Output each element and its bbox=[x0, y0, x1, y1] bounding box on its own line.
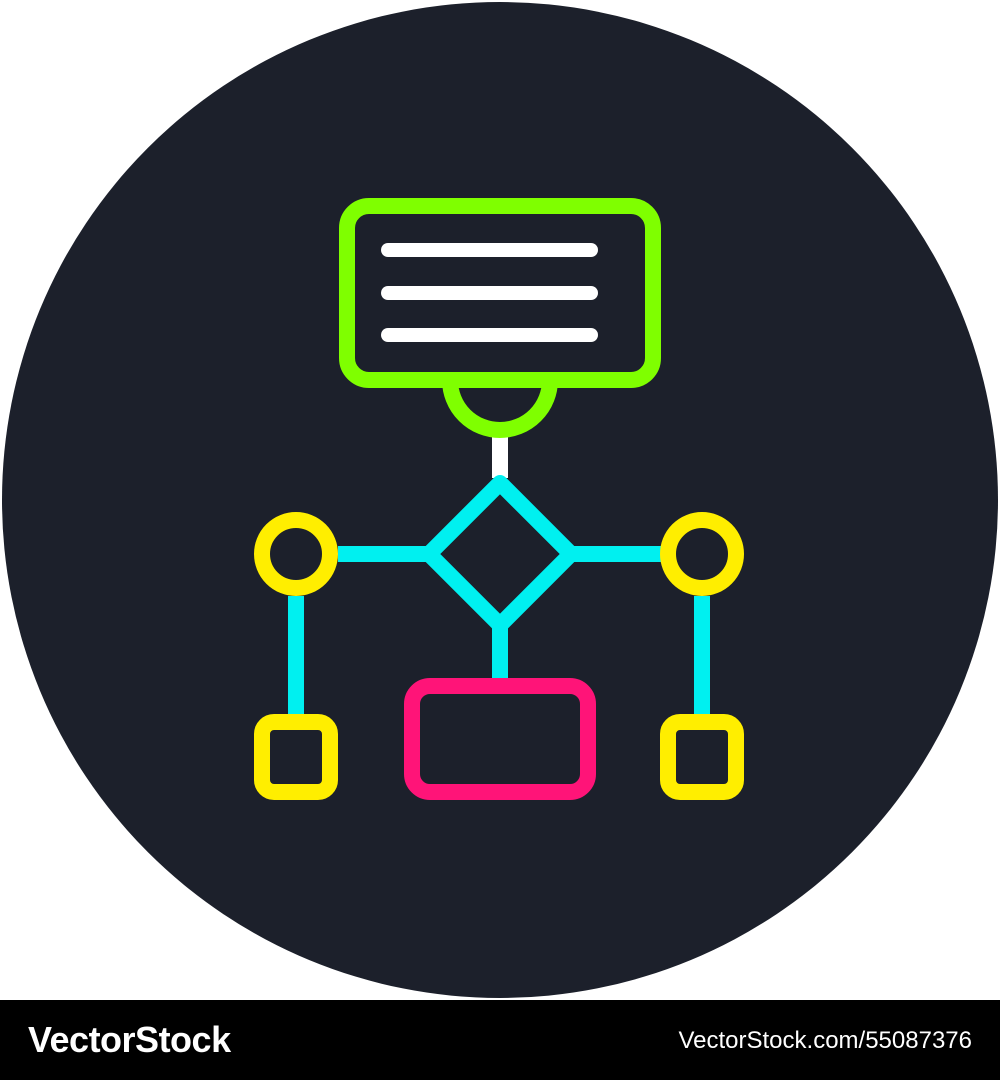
right-square-node bbox=[660, 714, 744, 800]
cyan-links bbox=[288, 475, 710, 718]
left-square-node bbox=[254, 714, 338, 800]
background-circle bbox=[2, 2, 998, 998]
top-box-frame bbox=[339, 198, 661, 388]
top-box-handle bbox=[442, 379, 558, 438]
left-circle-node bbox=[254, 512, 338, 596]
brand-logo: VectorStock bbox=[28, 1019, 231, 1060]
top-box bbox=[339, 198, 661, 438]
flowchart-icon bbox=[2, 2, 998, 998]
side-nodes bbox=[254, 512, 744, 800]
center-box bbox=[404, 678, 596, 800]
image-id-text: VectorStock.com/55087376 bbox=[678, 1027, 972, 1054]
right-circle-node bbox=[660, 512, 744, 596]
icon-canvas bbox=[0, 0, 1000, 1000]
footer-bar: VectorStock VectorStock.com/55087376 bbox=[0, 1000, 1000, 1080]
text-lines bbox=[381, 243, 598, 342]
